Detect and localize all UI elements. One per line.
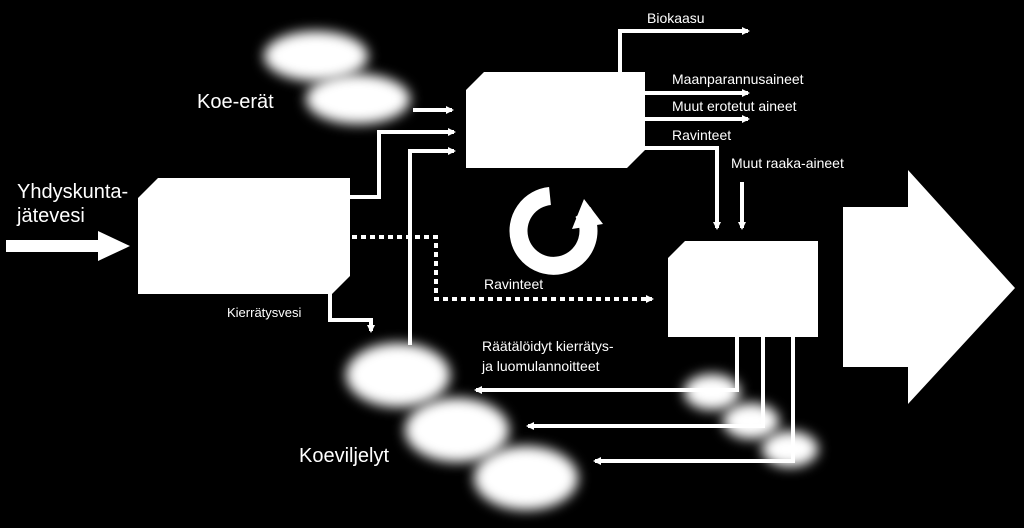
label-muut-erotetut: Muut erotetut aineet xyxy=(672,98,797,114)
cultivation-ellipse-1 xyxy=(346,343,450,407)
flow-connectors xyxy=(328,27,795,465)
label-raataloidyt-line2: ja luomulannoitteet xyxy=(481,358,600,374)
label-koeviljelyt: Koeviljelyt xyxy=(299,445,389,467)
output-ellipse-3 xyxy=(762,431,818,467)
test-batch-ellipses xyxy=(264,31,410,124)
label-biokaasu: Biokaasu xyxy=(647,10,705,26)
arrow-fertilizer-to-cultivation-1 xyxy=(474,337,739,394)
dotted-ravinteet-arrow xyxy=(352,235,654,303)
cultivation-ellipse-2 xyxy=(405,398,509,462)
arrow-cultivation-to-processing xyxy=(408,147,456,345)
arrow-fertilizer-to-cultivation-3 xyxy=(593,337,795,465)
label-muut-raaka: Muut raaka-aineet xyxy=(731,155,844,171)
label-ravinteet-mid: Ravinteet xyxy=(484,276,543,292)
arrow-ravinteet-to-fertilizer xyxy=(645,146,721,230)
arrow-wastewater-to-processing xyxy=(350,128,456,199)
test-batch-ellipse-2 xyxy=(306,74,410,124)
fertilizer-production-box xyxy=(668,241,818,337)
processing-box xyxy=(466,72,645,168)
recycle-cycle-icon xyxy=(509,187,603,275)
test-batch-ellipse-1 xyxy=(264,31,368,81)
label-raataloidyt-line1: Räätälöidyt kierrätys- xyxy=(482,338,614,354)
wastewater-input-arrow xyxy=(6,231,130,261)
label-yhdyskunta-line1: Yhdyskunta- xyxy=(17,181,128,203)
arrow-fertilizer-to-cultivation-2 xyxy=(526,337,765,430)
arrow-biokaasu xyxy=(618,27,750,72)
wastewater-treatment-box xyxy=(138,178,350,294)
label-maanparannusaineet: Maanparannusaineet xyxy=(672,71,804,87)
output-ellipse-2 xyxy=(723,403,779,439)
label-ravinteet-top: Ravinteet xyxy=(672,127,731,143)
label-koe-erat: Koe-erät xyxy=(197,91,274,113)
label-kierratysvesi: Kierrätysvesi xyxy=(227,305,302,320)
cultivation-ellipse-3 xyxy=(474,446,578,510)
big-output-arrow xyxy=(843,170,1015,404)
arrow-kierratysvesi xyxy=(328,292,375,333)
label-yhdyskunta-line2: jätevesi xyxy=(16,205,85,227)
